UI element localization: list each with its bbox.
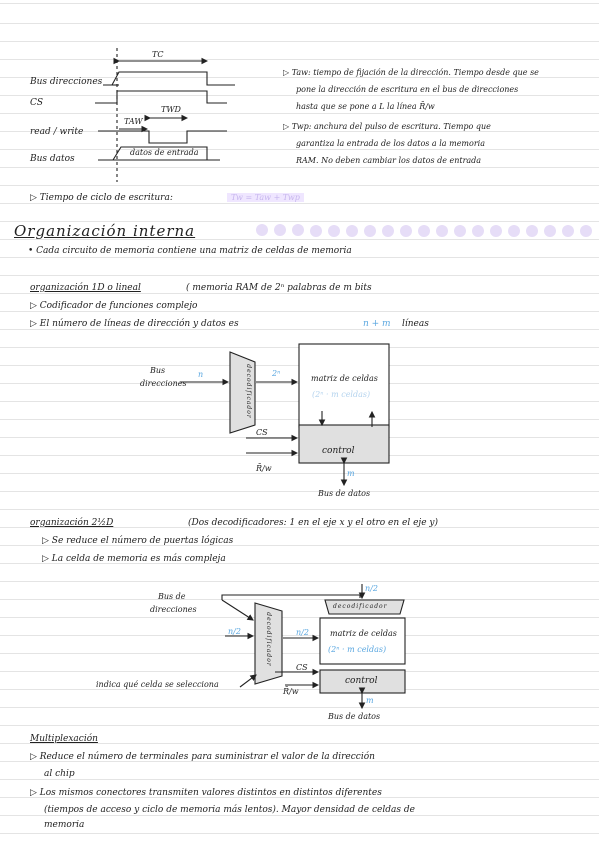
- multiplex-item1-2: al chip: [44, 769, 75, 779]
- read-write-label: read / write: [30, 127, 84, 137]
- multiplex-item1-1: ▷ Reduce el número de terminales para su…: [30, 752, 375, 762]
- section-title-organizacion-interna: Organización interna: [14, 222, 196, 240]
- datos-entrada-label: datos de entrada: [130, 148, 199, 157]
- org2d-subtitle: (Dos decodificadores: 1 en el eje x y el…: [188, 518, 438, 528]
- multiplex-title: Multiplexación: [30, 734, 98, 744]
- multiplex-item2-1: ▷ Los mismos conectores transmiten valor…: [30, 788, 382, 798]
- org2d-n2-left: n/2: [228, 627, 241, 636]
- org1d-2n: 2ⁿ: [272, 369, 281, 378]
- org1d-n: n: [198, 370, 204, 379]
- org1d-rw: R̄/w: [256, 464, 272, 473]
- org1d-subtitle: ( memoria RAM de 2ⁿ palabras de m bits: [186, 283, 372, 293]
- note-taw-2: pone la dirección de escritura en el bus…: [296, 85, 519, 94]
- twd-label: TWD: [161, 105, 181, 114]
- org1d-title: organización 1D o lineal: [30, 283, 141, 293]
- org2d-bus-dir: Bus de: [158, 592, 186, 601]
- org2d-m: m: [366, 696, 374, 705]
- tc-label: TC: [152, 50, 164, 59]
- org2d-cs: CS: [296, 663, 308, 672]
- org1d-item2-post: líneas: [402, 319, 429, 329]
- org2d-n2-top: n/2: [365, 584, 378, 593]
- taw-label: TAW: [124, 117, 143, 126]
- multiplex-item2-2: (tiempos de acceso y ciclo de memoria má…: [44, 805, 415, 815]
- org1d-item1: ▷ Codificador de funciones complejo: [30, 301, 198, 311]
- org1d-decoder: decodificador: [244, 364, 252, 419]
- org2d-rw: R̄/w: [283, 687, 299, 696]
- org1d-item2-pre: ▷ El número de líneas de dirección y dat…: [30, 319, 239, 329]
- note-twp-3: RAM. No deben cambiar los datos de entra…: [296, 156, 482, 165]
- note-twp-1: ▷ Twp: anchura del pulso de escritura. T…: [283, 122, 491, 131]
- org2d-indica: indica qué celda se selecciona: [96, 680, 219, 689]
- section1-bullet: • Cada circuito de memoria contiene una …: [28, 246, 352, 256]
- note-taw-3: hasta que se pone a L la línea R̄/w: [296, 102, 435, 111]
- org2d-decoder-v: decodificador: [264, 612, 272, 667]
- org1d-m: m: [347, 469, 355, 478]
- org2d-control: control: [345, 676, 378, 686]
- org2d-n2-mid: n/2: [296, 628, 309, 637]
- multiplex-item2-3: memoria: [44, 820, 85, 830]
- org1d-bus-dir: Bus: [150, 366, 166, 375]
- org1d-matrix-sub: (2ⁿ · m celdas): [312, 390, 371, 399]
- org1d-control: control: [322, 446, 355, 456]
- ciclo-label: ▷ Tiempo de ciclo de escritura:: [30, 193, 173, 203]
- org2d-bus-datos: Bus de datos: [328, 712, 381, 721]
- bus-direcciones-label: Bus direcciones: [30, 77, 103, 87]
- ciclo-formula: Tw = Taw + Twp: [227, 193, 304, 202]
- org2d-matrix-sub: (2ⁿ · m celdas): [328, 645, 387, 654]
- org2d-title: organización 2½D: [30, 518, 114, 528]
- org1d-bus-datos: Bus de datos: [318, 489, 371, 498]
- bus-datos-label: Bus datos: [30, 154, 75, 164]
- org1d-cs: CS: [256, 428, 268, 437]
- note-taw-1: ▷ Taw: tiempo de fijación de la direcció…: [283, 68, 539, 77]
- org2d-bus-dir2: direcciones: [150, 605, 197, 614]
- org2d-item1: ▷ Se reduce el número de puertas lógicas: [42, 536, 234, 546]
- org2d-matrix: matriz de celdas: [330, 629, 397, 638]
- org1d-matrix: matriz de celdas: [311, 374, 378, 383]
- org2d-decoder-h: decodificador: [333, 603, 388, 610]
- org1d-item2-val: n + m: [363, 319, 391, 329]
- cs-label: CS: [30, 98, 44, 108]
- org1d-bus-dir2: direcciones: [140, 379, 187, 388]
- note-twp-2: garantiza la entrada de los datos a la m…: [296, 139, 485, 148]
- org2d-item2: ▷ La celda de memoria es más compleja: [42, 554, 226, 564]
